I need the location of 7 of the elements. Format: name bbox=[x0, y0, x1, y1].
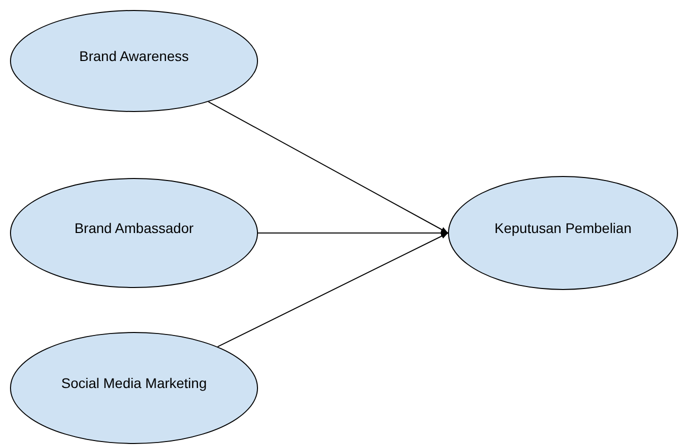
node-label: Brand Awareness bbox=[79, 48, 189, 64]
arrow bbox=[217, 232, 448, 348]
arrow bbox=[258, 230, 448, 236]
node-label: Social Media Marketing bbox=[61, 375, 207, 391]
node-label: Keputusan Pembelian bbox=[494, 220, 632, 236]
arrow bbox=[208, 101, 448, 234]
node-label: Brand Ambassador bbox=[74, 220, 194, 236]
